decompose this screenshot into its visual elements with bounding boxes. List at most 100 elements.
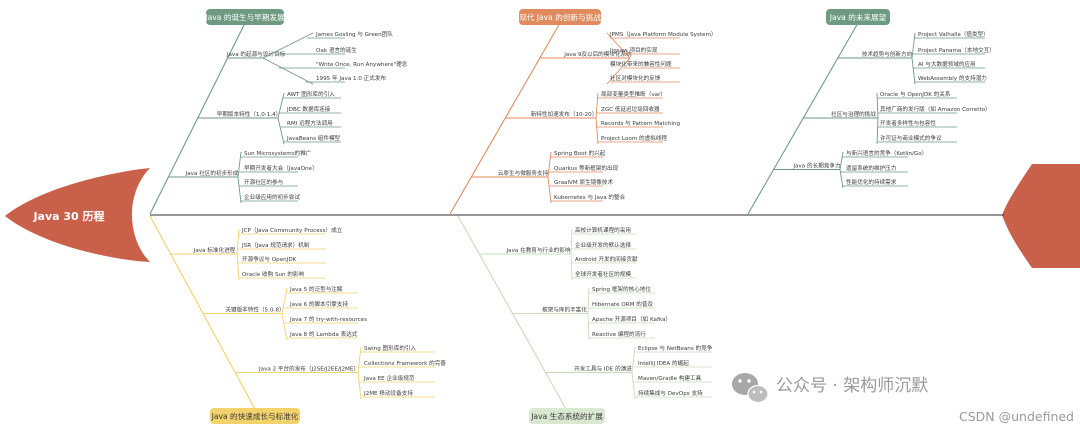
svg-text:Java 生态系统的扩展: Java 生态系统的扩展 [530, 411, 603, 421]
branch-label: Java 的长期竞争力 [792, 162, 841, 170]
leaf-item: Jigsaw 项目的实现 [609, 46, 658, 54]
leaf-item: 高校计算机课程的采用 [575, 226, 631, 234]
svg-text:Java 的未来展望: Java 的未来展望 [829, 12, 887, 22]
category-growth: Java 的快速成长与标准化 [210, 408, 300, 424]
leaf-item: RMI 远程方法调用 [287, 119, 333, 127]
leaf-spine [631, 346, 636, 400]
leaf-item: 早期开发者大会（JavaOne） [244, 164, 318, 172]
leaf-spine [839, 151, 844, 189]
branch-m3: 云原生与微服务支持 Spring Boot 的兴起 Quarkus 等新框架的出现 G… [471, 149, 626, 204]
leaf-item: 开发者多样性与包容性 [880, 119, 936, 127]
category-future: Java 的未来展望 [826, 9, 890, 25]
fish-tail [1002, 164, 1080, 268]
branch-label: Java 2 平台的发布（J2SE/J2EE/J2ME） [258, 365, 359, 373]
leaf-item: 全球开发者社区的规模 [575, 270, 631, 278]
leaf-item: Project Valhalla（值类型） [918, 30, 989, 38]
leaf-item: JavaBeans 组件模型 [286, 134, 341, 142]
branch-label: 框架与库的丰富化 [542, 306, 587, 314]
leaf-item: Maven/Gradle 构建工具 [638, 374, 702, 382]
watermark: 公众号 · 架构师沉默 CSDN @undefined [732, 373, 1074, 424]
branch-label: 云原生与微服务支持 [498, 169, 549, 177]
leaf-item: Swing 图形库的引入 [364, 344, 417, 352]
leaf-item: IntelliJ IDEA 的崛起 [638, 359, 689, 367]
branch-f1: 技术趋势与创新方向 Project Valhalla（值类型） Project Pa… [837, 30, 995, 85]
leaf-item: 持续集成与 DevOps 支持 [638, 389, 703, 397]
leaf-item: 企业级应用的初步尝试 [244, 193, 300, 201]
leaf-item: Project Panama（本地交互） [918, 46, 995, 54]
watermark-csdn: CSDN @undefined [959, 409, 1074, 424]
leaf-item: Java 5 的泛型与注解 [289, 285, 343, 293]
category-birth: Java 的诞生与早期发展 [204, 9, 285, 25]
rib-future [747, 22, 859, 215]
leaf-item: 其他厂商的发行版（如 Amazon Corretto） [880, 105, 991, 113]
leaf-item: ZGC 低延迟垃圾回收器 [601, 105, 660, 113]
leaf-item: Java 7 的 try-with-resources [289, 315, 367, 323]
leaf-item: AI 与大数据领域的应用 [918, 60, 976, 68]
branch-label: 技术趋势与创新方向 [862, 50, 913, 58]
leaf-item: AWT 图形库的引入 [287, 90, 335, 98]
leaf-item: JSR（Java 规范请求）机制 [241, 241, 310, 249]
branch-m2: 新特性加速发布（10-20）局部变量类型推断（var）ZGC 低延迟垃圾回收器R… [505, 90, 680, 145]
leaf-item: Hibernate ORM 的普及 [592, 300, 653, 308]
branch-m1: Java 9及以后的模块化系统 JPMS（Java Platform Module… [539, 31, 717, 85]
leaf-spine [547, 151, 552, 204]
leaf-item: Android 开发的间接贡献 [575, 255, 638, 263]
leaf-spine [236, 228, 240, 281]
category-ecosystem: Java 生态系统的扩展 [529, 408, 605, 424]
leaf-item: Java 8 的 Lambda 表达式 [289, 330, 358, 338]
leaf-item: Sun Microsystems的推广 [244, 149, 312, 157]
leaf-item: GraalVM 原生镜像技术 [554, 178, 613, 186]
leaf-spine [357, 346, 362, 400]
wechat-icon [732, 373, 769, 404]
branch-label: 新特性加速发布（10-20） [531, 110, 598, 118]
leaf-item: Eclipse 与 NetBeans 的竞争 [638, 344, 713, 352]
leaf-spine [277, 92, 285, 145]
fish-head [5, 168, 150, 262]
leaf-item: Oracle 收购 Sun 的影响 [242, 270, 305, 278]
leaf-item: 遗留系统的维护压力 [846, 164, 897, 172]
branch-label: Java 在教育与行业的影响 [506, 246, 571, 254]
leaf-item: WebAssembly 的支持潜力 [918, 74, 987, 82]
rib-ecosystem [457, 215, 567, 410]
watermark-wechat: 公众号 · 架构师沉默 [776, 376, 928, 396]
leaf-item: Project Loom 的虚拟线程 [601, 134, 667, 142]
branch-label: 社区与治理的挑战 [831, 110, 876, 118]
leaf-item: Kubernetes 与 Java 的整合 [554, 193, 626, 201]
leaf-item: 开源争议与 OpenJDK [242, 255, 297, 263]
leaf-item: Records 与 Pattern Matching [601, 119, 680, 127]
leaf-item: Java EE 企业级规范 [363, 374, 415, 382]
leaf-item: Spring 框架的核心地位 [592, 285, 651, 293]
leaf-spine [876, 92, 879, 145]
leaf-item: Oracle 与 OpenJDK 的关系 [880, 90, 951, 98]
rib-birth [149, 22, 246, 215]
branch-f3: Java 的长期竞争力与新兴语言的竞争（Kotlin/Go）遗留系统的维护压力性… [773, 149, 927, 189]
svg-text:Java 的诞生与早期发展: Java 的诞生与早期发展 [204, 12, 285, 22]
branch-b2: 早期版本特性（1.0-1.4） AWT 图形库的引入 JDBC 数据库连接 RMI 远… [197, 90, 341, 145]
svg-text:Java 的快速成长与标准化: Java 的快速成长与标准化 [211, 411, 299, 421]
leaf-item: "Write Once, Run Anywhere"理念 [316, 60, 408, 68]
leaf-item: Java 6 的脚本引擎支持 [289, 300, 348, 308]
leaf-item: JDBC 数据库连接 [286, 105, 331, 113]
leaf-item: Spring Boot 的兴起 [554, 149, 606, 157]
branch-label: Java 9及以后的模块化系统 [563, 50, 632, 58]
leaf-item: 与新兴语言的竞争（Kotlin/Go） [846, 149, 927, 157]
leaf-item: Collections Framework 的完善 [364, 359, 446, 367]
leaf-spine [911, 32, 916, 85]
rib-growth [149, 215, 256, 410]
leaf-item: 1995 年 Java 1.0 正式发布 [316, 74, 386, 82]
leaf-item: 开源社区的参与 [244, 178, 283, 186]
leaf-item: Reactive 编程的流行 [592, 330, 646, 338]
leaf-item: JPMS（Java Platform Module System） [609, 31, 717, 38]
rib-modern [449, 22, 561, 215]
branch-label: 早期版本特性（1.0-1.4） [217, 110, 282, 118]
branch-label: Java 的起源与设计目标 [226, 50, 286, 58]
leaf-item: J2ME 移动设备支持 [363, 389, 413, 397]
leaf-item: Quarkus 等新框架的出现 [554, 164, 619, 172]
